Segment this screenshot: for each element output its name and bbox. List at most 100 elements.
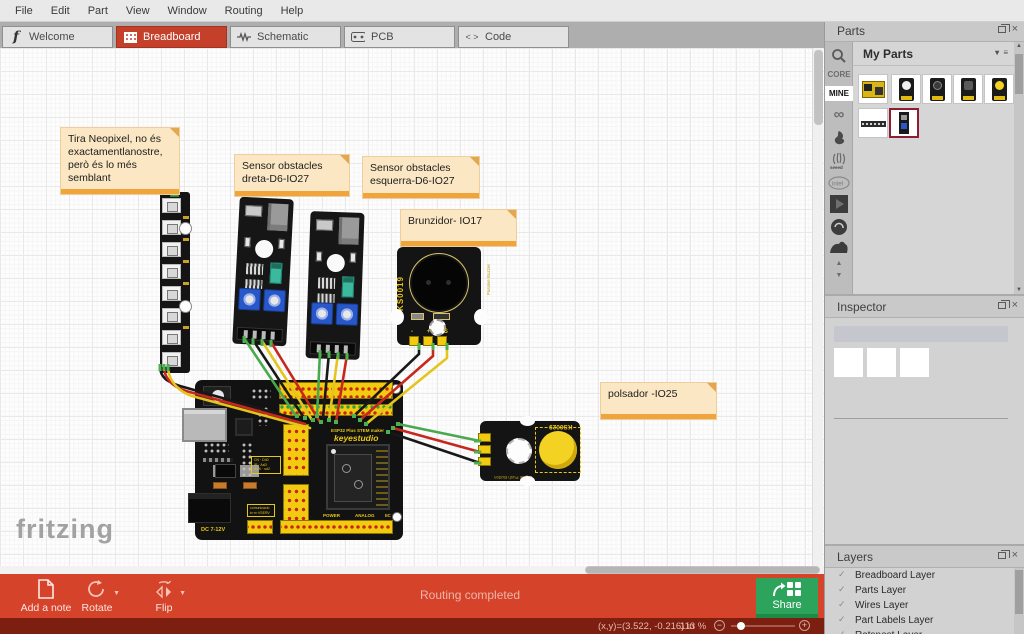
wire-sensor1[interactable] bbox=[260, 339, 314, 422]
seeed-bin-icon[interactable]: seeed bbox=[825, 152, 853, 175]
layer-parts[interactable]: ✓ Parts Layer bbox=[825, 583, 1024, 598]
note-polsador[interactable]: polsador -IO25 bbox=[600, 382, 717, 420]
layers-scroll-thumb[interactable] bbox=[1015, 570, 1023, 614]
bin-scroll-up-icon[interactable]: ▲ bbox=[835, 260, 843, 267]
close-icon[interactable]: × bbox=[1011, 549, 1018, 561]
wire-sensor2[interactable] bbox=[321, 351, 331, 420]
scroll-down-icon[interactable]: ▼ bbox=[1016, 287, 1022, 293]
layer-wires[interactable]: ✓ Wires Layer bbox=[825, 598, 1024, 613]
close-icon[interactable]: × bbox=[1011, 299, 1018, 311]
menu-routing[interactable]: Routing bbox=[224, 4, 263, 17]
part-thumb-buzzer[interactable] bbox=[922, 74, 952, 104]
push-button-module-part[interactable]: KS0029 Digital Push Button bbox=[478, 416, 581, 486]
parts-scroll-thumb[interactable] bbox=[1015, 54, 1023, 94]
note-brunzidor[interactable]: Brunzidor- IO17 bbox=[400, 209, 517, 247]
part-thumb-white-sensor[interactable] bbox=[891, 74, 921, 104]
rotate-button[interactable]: ▼ Rotate bbox=[72, 578, 122, 614]
layer-ratsnest[interactable]: ✓ Ratsnest Layer bbox=[825, 628, 1024, 634]
inspector-panel-titlebar[interactable]: Inspector × bbox=[825, 296, 1024, 318]
wire-button-gnd[interactable] bbox=[386, 430, 482, 465]
tab-breadboard[interactable]: Breadboard bbox=[116, 26, 227, 48]
bottom-pin-header[interactable] bbox=[280, 520, 393, 534]
tab-pcb[interactable]: PCB bbox=[344, 26, 455, 48]
menu-edit[interactable]: Edit bbox=[50, 4, 70, 17]
digital-pin-header[interactable] bbox=[279, 382, 393, 399]
zoom-in-button[interactable]: + bbox=[799, 620, 810, 631]
wire-sensor1[interactable] bbox=[269, 340, 322, 424]
wire-sensor2[interactable] bbox=[315, 350, 322, 418]
zoom-out-button[interactable]: − bbox=[714, 620, 725, 631]
search-icon[interactable] bbox=[825, 48, 853, 69]
parts-scrollbar[interactable]: ▲ ▼ bbox=[1014, 42, 1024, 294]
part-thumb-relay[interactable] bbox=[953, 74, 983, 104]
note-tira-neopixel[interactable]: Tira Neopixel, no és exactamentlanostre,… bbox=[60, 127, 180, 195]
wire-buzzer-signal[interactable] bbox=[364, 343, 449, 426]
tab-welcome[interactable]: f Welcome bbox=[2, 26, 113, 48]
undock-icon[interactable] bbox=[997, 299, 1010, 309]
canvas-horizontal-scrollbar[interactable] bbox=[0, 566, 824, 574]
arduino-bin-icon[interactable]: ∞ bbox=[833, 106, 845, 123]
tab-core-bin[interactable]: CORE bbox=[827, 70, 851, 79]
undock-icon[interactable] bbox=[997, 549, 1010, 559]
analog-block-header[interactable] bbox=[283, 484, 309, 524]
menu-window[interactable]: Window bbox=[167, 4, 207, 17]
buzzer-pin-header[interactable] bbox=[409, 336, 447, 346]
wire-sensor1[interactable] bbox=[242, 336, 298, 418]
part-thumb-esp32-board[interactable] bbox=[858, 74, 888, 104]
add-note-button[interactable]: Add a note bbox=[14, 578, 78, 614]
bottom-left-header[interactable] bbox=[247, 520, 273, 534]
zoom-slider-knob[interactable] bbox=[737, 622, 745, 630]
wire-neopixel-gnd[interactable] bbox=[158, 364, 302, 422]
parallax-bin-icon[interactable] bbox=[825, 194, 853, 219]
part-thumb-ir-sensor-selected[interactable] bbox=[889, 108, 919, 138]
snootlab-bin-icon[interactable] bbox=[825, 240, 853, 259]
zoom-slider[interactable] bbox=[731, 622, 795, 630]
flip-dropdown-icon[interactable]: ▼ bbox=[179, 590, 186, 597]
picaxe-bin-icon[interactable] bbox=[825, 218, 853, 241]
tab-schematic[interactable]: Schematic bbox=[230, 26, 341, 48]
neopixel-strip-part[interactable] bbox=[157, 189, 195, 373]
canvas-vertical-scrollbar[interactable] bbox=[812, 48, 823, 566]
layer-part-labels[interactable]: ✓ Part Labels Layer bbox=[825, 613, 1024, 628]
scroll-up-icon[interactable]: ▲ bbox=[1016, 43, 1022, 49]
flip-button[interactable]: ▼ Flip bbox=[142, 578, 186, 614]
hscroll-thumb[interactable] bbox=[585, 566, 820, 574]
wire-sensor2[interactable] bbox=[327, 352, 340, 422]
sparkfun-bin-icon[interactable] bbox=[825, 130, 853, 151]
menu-view[interactable]: View bbox=[125, 4, 150, 17]
bin-menu-icon[interactable]: ▾ ≡ bbox=[995, 48, 1009, 57]
wire-sensor1[interactable] bbox=[251, 338, 306, 420]
close-icon[interactable]: × bbox=[1011, 23, 1018, 35]
undock-icon[interactable] bbox=[997, 23, 1010, 33]
inspector-title-field[interactable] bbox=[834, 326, 1008, 342]
intel-bin-icon[interactable]: intel bbox=[825, 176, 853, 195]
menu-part[interactable]: Part bbox=[87, 4, 108, 17]
note-sensor-dreta[interactable]: Sensor obstacles dreta-D6-IO27 bbox=[234, 154, 350, 197]
inspector-schematic-preview[interactable] bbox=[867, 348, 896, 377]
bin-scroll-down-icon[interactable]: ▼ bbox=[835, 272, 843, 279]
tab-mine-bin[interactable]: MINE bbox=[825, 86, 853, 101]
vscroll-thumb[interactable] bbox=[814, 50, 823, 125]
note-sensor-esquerra[interactable]: Sensor obstacles esquerra-D6-IO27 bbox=[362, 156, 480, 199]
tab-code[interactable]: < > Code bbox=[458, 26, 569, 48]
share-button[interactable]: Share bbox=[756, 578, 818, 618]
menu-help[interactable]: Help bbox=[280, 4, 304, 17]
layers-panel-titlebar[interactable]: Layers × bbox=[825, 546, 1024, 568]
inspector-pcb-preview[interactable] bbox=[900, 348, 929, 377]
parts-panel-titlebar[interactable]: Parts × bbox=[825, 20, 1024, 42]
wire-button-vcc[interactable] bbox=[391, 426, 482, 454]
part-thumb-button[interactable] bbox=[984, 74, 1014, 104]
wire-button-signal[interactable] bbox=[396, 422, 482, 443]
inspector-breadboard-preview[interactable] bbox=[834, 348, 863, 377]
wire-sensor2[interactable] bbox=[334, 353, 349, 424]
buzzer-module-part[interactable]: KS0019 Passive Buzzer - + S bbox=[390, 247, 491, 346]
wire-buzzer-gnd[interactable] bbox=[352, 343, 421, 418]
layers-scrollbar[interactable] bbox=[1014, 568, 1024, 634]
part-thumb-led-strip[interactable] bbox=[858, 108, 888, 138]
layer-breadboard[interactable]: ✓ Breadboard Layer bbox=[825, 568, 1024, 583]
menu-file[interactable]: File bbox=[15, 4, 33, 17]
breadboard-canvas[interactable]: KS0019 Passive Buzzer - + S KS0029 Digit… bbox=[0, 48, 824, 566]
yellow-push-button[interactable] bbox=[539, 431, 577, 469]
wire-buzzer-vcc[interactable] bbox=[358, 343, 435, 422]
